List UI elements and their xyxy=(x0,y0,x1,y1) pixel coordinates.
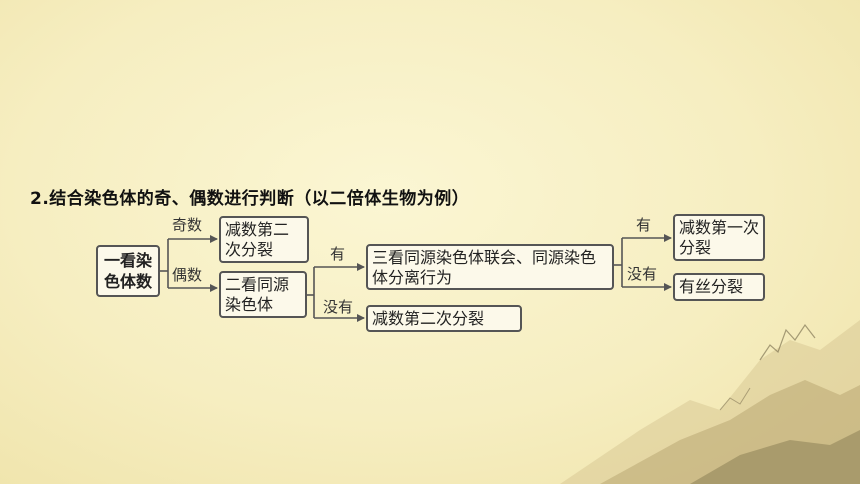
label-no-homolog: 没有 xyxy=(323,298,354,316)
root-box: 一看染色体数 xyxy=(96,245,160,297)
behavior-check-box: 三看同源染色体联会、同源染色体分离行为 xyxy=(366,244,614,290)
odd-result-box: 减数第二次分裂 xyxy=(219,216,309,263)
meiosis1-result-box: 减数第一次分裂 xyxy=(673,214,765,261)
no-homolog-result-box: 减数第二次分裂 xyxy=(366,305,522,332)
label-has-homolog: 有 xyxy=(330,245,346,263)
label-even: 偶数 xyxy=(172,266,203,284)
homolog-check-box: 二看同源染色体 xyxy=(219,271,307,318)
mitosis-result-box: 有丝分裂 xyxy=(673,273,765,301)
label-odd: 奇数 xyxy=(172,216,203,234)
label-has-behavior: 有 xyxy=(636,216,652,234)
page-title: 2.结合染色体的奇、偶数进行判断（以二倍体生物为例） xyxy=(30,189,470,209)
label-no-behavior: 没有 xyxy=(627,265,658,283)
